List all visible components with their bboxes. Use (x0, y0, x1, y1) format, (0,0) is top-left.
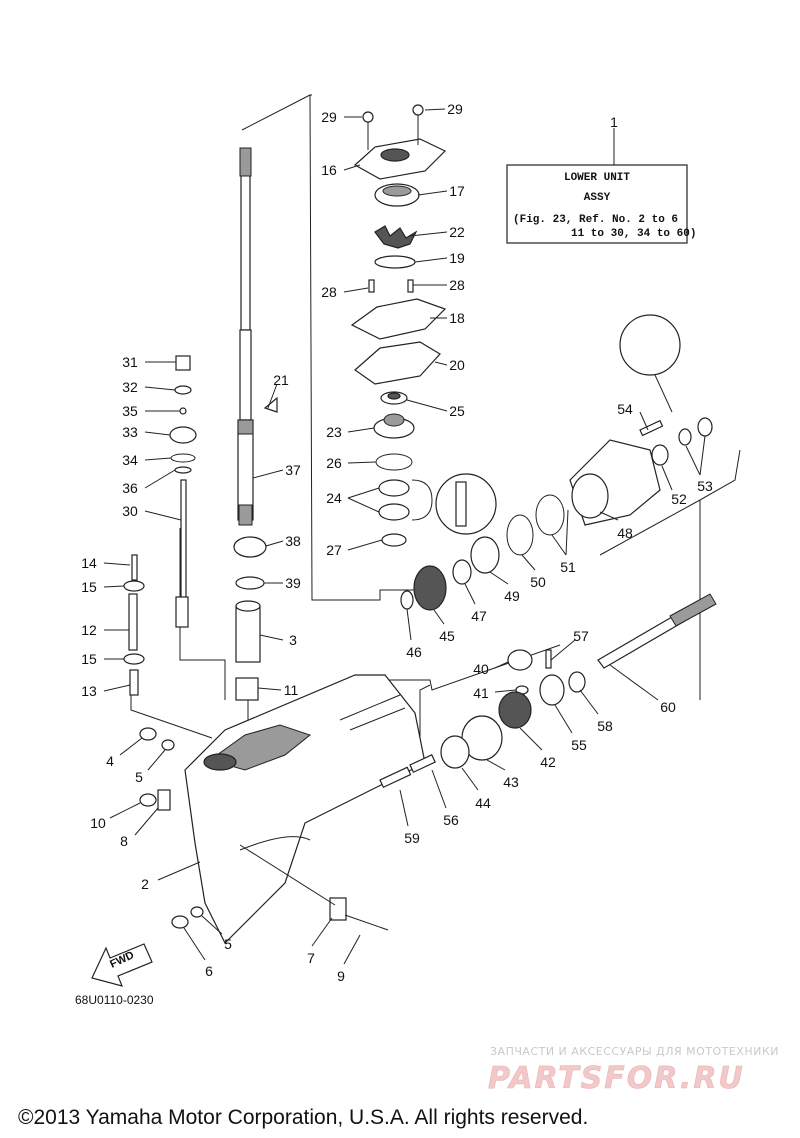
part-callout-31: 31 (122, 354, 138, 370)
part-callout-41: 41 (473, 685, 489, 701)
drive-shaft (237, 147, 278, 526)
part-callout-29: 29 (321, 109, 337, 125)
part-callout-7: 7 (307, 950, 315, 966)
part-callout-56: 56 (443, 812, 459, 828)
part-callout-15: 15 (81, 579, 97, 595)
part-callout-38: 38 (285, 533, 301, 549)
leader-lines (103, 108, 706, 965)
hardware-parts (139, 727, 389, 931)
part-callout-36: 36 (122, 480, 138, 496)
part-callout-34: 34 (122, 452, 138, 468)
part-callout-46: 46 (406, 644, 422, 660)
part-callout-15: 15 (81, 651, 97, 667)
part-callout-5: 5 (224, 936, 232, 952)
part-callout-17: 17 (449, 183, 465, 199)
part-callout-16: 16 (321, 162, 337, 178)
part-callout-23: 23 (326, 424, 342, 440)
bearing-parts (233, 536, 267, 701)
figure-code: 68U0110-0230 (75, 993, 154, 1007)
watermark-logo: PARTSFOR.RU (488, 1061, 745, 1096)
part-callout-11: 11 (284, 682, 299, 698)
part-callout-27: 27 (326, 542, 342, 558)
part-callout-60: 60 (660, 699, 676, 715)
part-callout-43: 43 (503, 774, 519, 790)
part-callout-28: 28 (449, 277, 465, 293)
part-callout-59: 59 (404, 830, 420, 846)
part-callout-4: 4 (106, 753, 114, 769)
part-callout-57: 57 (573, 628, 589, 644)
info-box-line2: ASSY (584, 192, 611, 204)
part-callout-35: 35 (122, 403, 138, 419)
part-callout-40: 40 (473, 661, 489, 677)
part-callout-6: 6 (205, 963, 213, 979)
water-pump-parts (350, 104, 497, 547)
part-callout-10: 10 (90, 815, 106, 831)
part-callout-19: 19 (449, 250, 465, 266)
part-callout-22: 22 (449, 224, 465, 240)
part-callout-20: 20 (449, 357, 465, 373)
lower-unit-info-box: LOWER UNIT ASSY (Fig. 23, Ref. No. 2 to … (506, 128, 696, 244)
part-callout-51: 51 (560, 559, 576, 575)
part-callout-13: 13 (81, 683, 97, 699)
part-callout-33: 33 (122, 424, 138, 440)
part-callout-25: 25 (449, 403, 465, 419)
part-callout-37: 37 (285, 462, 301, 478)
part-callout-44: 44 (475, 795, 491, 811)
part-callout-28: 28 (321, 284, 337, 300)
part-callout-55: 55 (571, 737, 587, 753)
part-callout-5: 5 (135, 769, 143, 785)
part-callout-3: 3 (289, 632, 297, 648)
part-callout-45: 45 (439, 628, 455, 644)
part-callout-21: 21 (273, 372, 289, 388)
assembly-outline-lines (130, 94, 741, 740)
part-callout-2: 2 (141, 876, 149, 892)
info-box-line4: 11 to 30, 34 to 60) (571, 228, 696, 240)
shift-rod-parts (123, 355, 197, 696)
part-callout-26: 26 (326, 455, 342, 471)
part-callout-53: 53 (697, 478, 713, 494)
part-callout-47: 47 (471, 608, 487, 624)
propeller-shaft-parts (379, 314, 717, 789)
info-box-line3: (Fig. 23, Ref. No. 2 to 6 (513, 214, 678, 226)
part-callout-58: 58 (597, 718, 613, 734)
part-callout-42: 42 (540, 754, 556, 770)
part-callout-49: 49 (504, 588, 520, 604)
part-callout-24: 24 (326, 490, 342, 506)
part-callout-29: 29 (447, 101, 463, 117)
part-callout-30: 30 (122, 503, 138, 519)
watermark-tagline: ЗАПЧАСТИ И АКСЕССУАРЫ ДЛЯ МОТОТЕХНИКИ (490, 1045, 779, 1058)
part-callout-18: 18 (449, 310, 465, 326)
part-callout-39: 39 (285, 575, 301, 591)
part-callout-50: 50 (530, 574, 546, 590)
info-box-line1: LOWER UNIT (564, 172, 630, 184)
lower-casing (184, 674, 426, 945)
part-callout-52: 52 (671, 491, 687, 507)
part-callout-1: 1 (610, 114, 618, 130)
part-callout-54: 54 (617, 401, 633, 417)
part-callout-32: 32 (122, 379, 138, 395)
fwd-arrow: FWD (91, 943, 153, 987)
part-callout-8: 8 (120, 833, 128, 849)
part-callout-12: 12 (81, 622, 97, 638)
part-callout-48: 48 (617, 525, 633, 541)
part-callout-14: 14 (81, 555, 97, 571)
copyright-notice: ©2013 Yamaha Motor Corporation, U.S.A. A… (18, 1106, 588, 1129)
part-callout-9: 9 (337, 968, 345, 984)
